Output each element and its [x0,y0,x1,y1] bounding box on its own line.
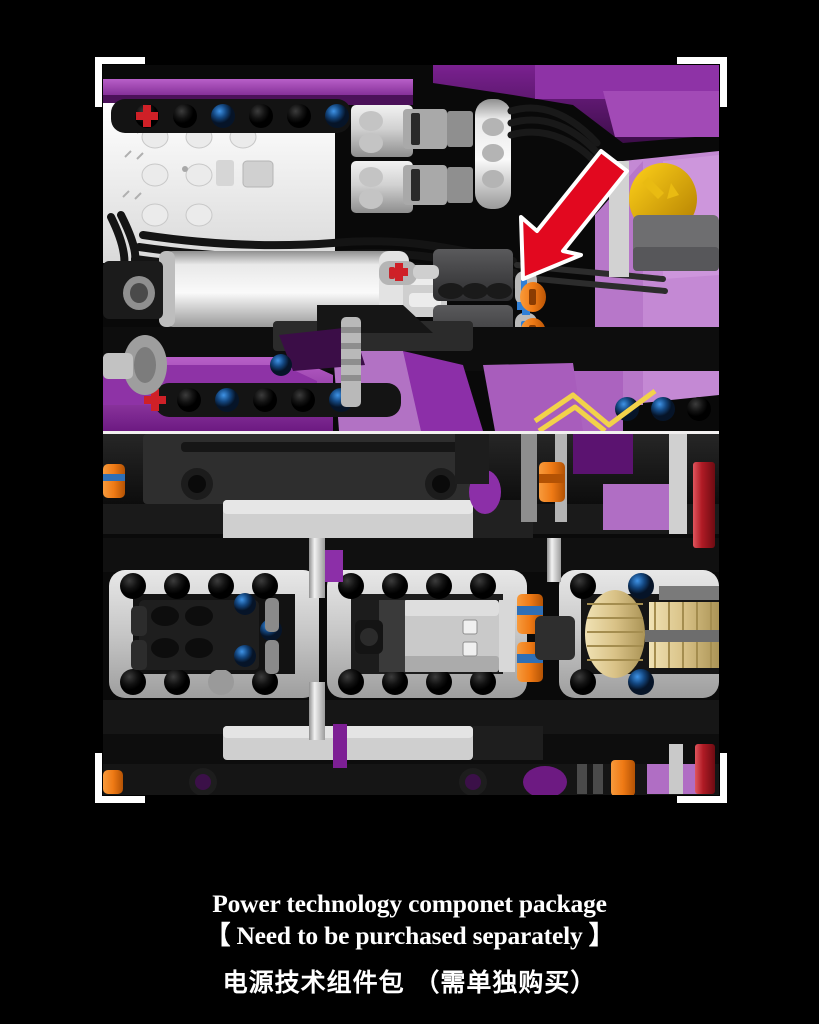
caption-line-1: Power technology componet package [212,889,607,918]
photo-panel-bottom [103,434,719,795]
photo-panel-top [103,65,719,431]
caption-english: Power technology componet package 【 Need… [0,888,819,952]
caption-chinese: 电源技术组件包 （需单独购买） [222,968,597,997]
caption-line-2: 【 Need to be purchased separately 】 [204,921,614,950]
panel-divider [103,431,719,434]
photo-frame [95,57,727,803]
